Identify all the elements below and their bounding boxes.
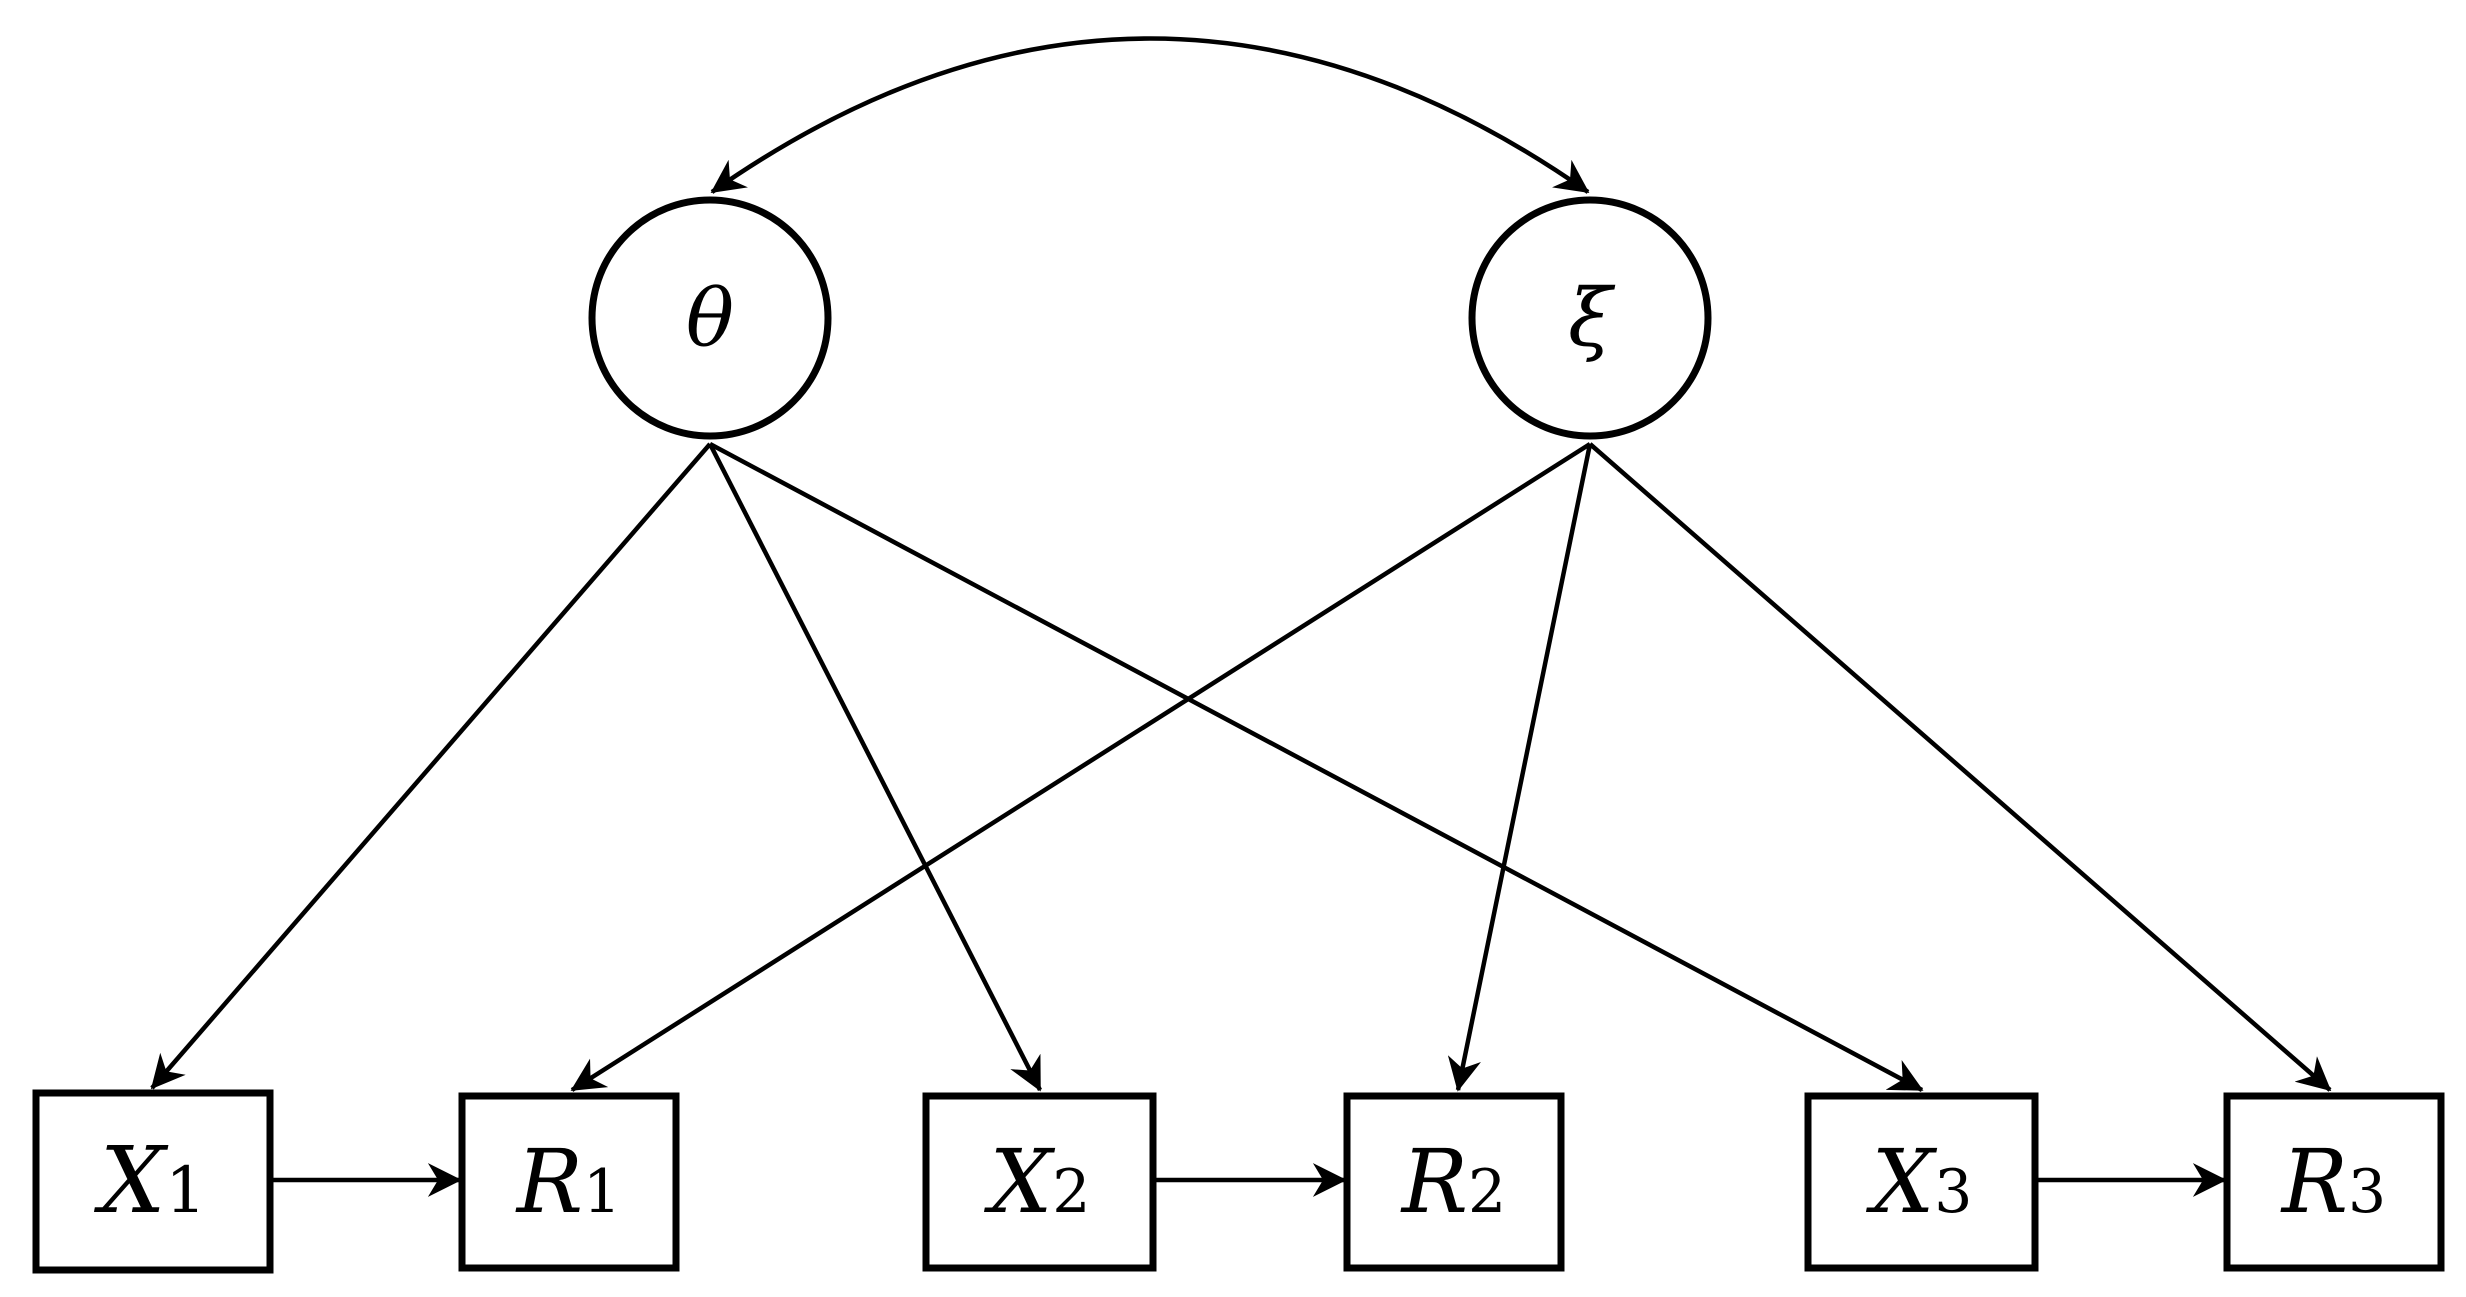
node-R3: R3 [2223,1092,2445,1272]
edge-theta-X1 [150,442,712,1090]
edge-xi-R2 [1447,443,1593,1092]
node-X3: X3 [1804,1092,2039,1272]
node-X2-label: X2 [984,1130,1091,1233]
node-R1-label: R1 [515,1130,621,1233]
node-X2: X2 [922,1092,1157,1272]
node-xi: ξ [1468,196,1712,440]
edge-xi-R3 [1588,442,2332,1092]
edge-xi-R1 [570,442,1592,1092]
node-R2: R2 [1343,1092,1565,1272]
edge-theta-xi [710,36,1590,194]
edge-theta-X2 [707,442,1043,1092]
node-xi-label: ξ [1568,272,1616,365]
edge-theta-X3 [708,442,1924,1092]
node-R3-label: R3 [2280,1130,2386,1233]
node-theta-label: θ [686,272,734,365]
node-X1: X1 [32,1089,274,1274]
node-X1-label: X1 [94,1127,206,1234]
node-R1: R1 [458,1092,680,1272]
node-X3-label: X3 [1866,1130,1973,1233]
node-theta: θ [588,196,832,440]
node-R2-label: R2 [1400,1130,1506,1233]
